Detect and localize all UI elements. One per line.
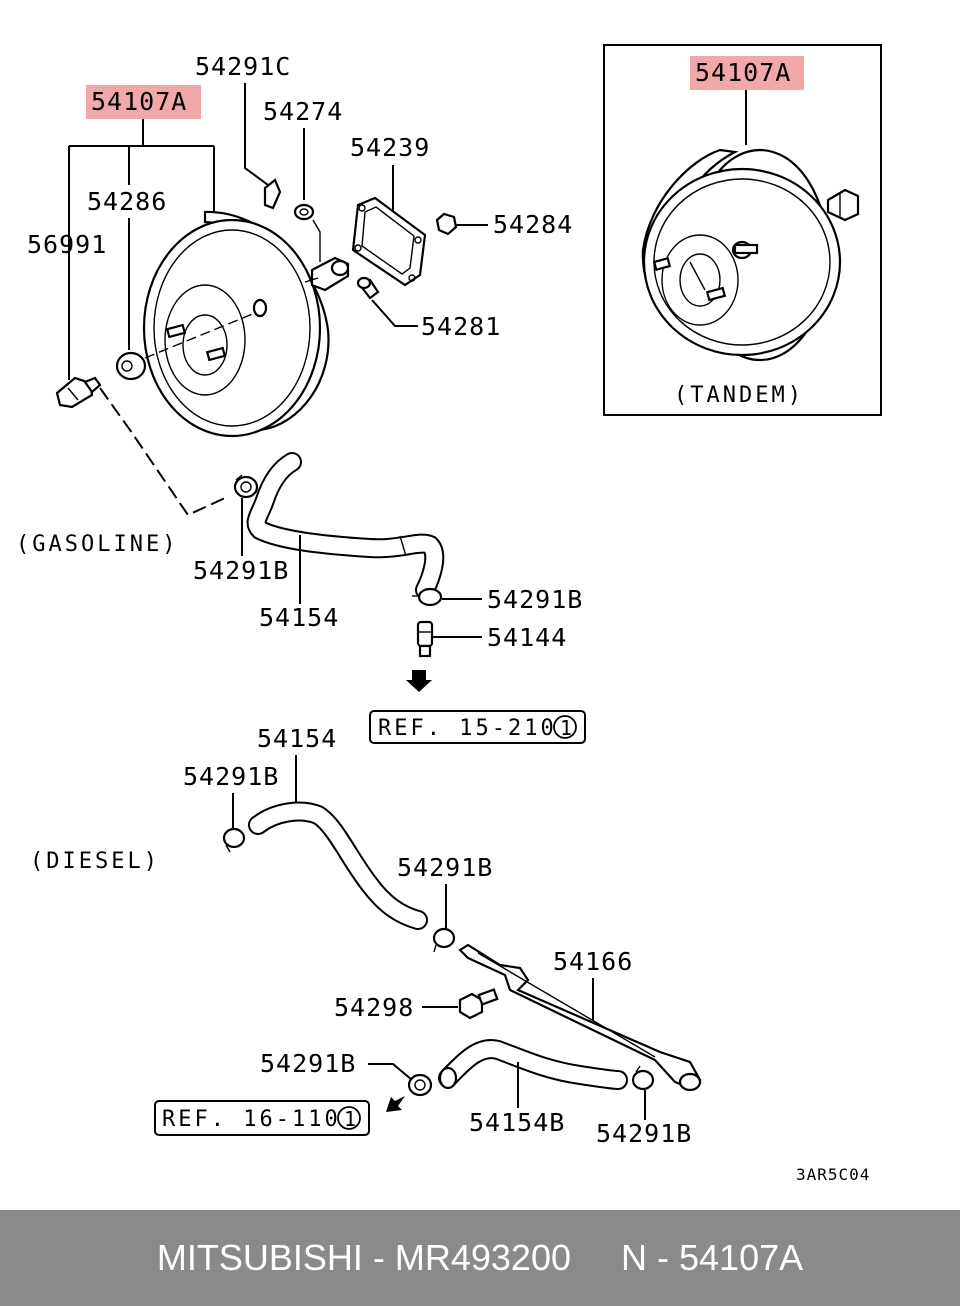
label-gasoline-54144[interactable]: 54144	[487, 623, 567, 652]
label-diesel-54298[interactable]: 54298	[334, 993, 414, 1022]
label-diesel: (DIESEL)	[30, 849, 160, 874]
label-main-part-box[interactable]: 54107A	[695, 58, 791, 87]
part-diesel-hose-54154	[248, 801, 428, 930]
label-diesel-54291B-b[interactable]: 54291B	[397, 853, 493, 882]
footer-bar: MITSUBISHI - MR493200 N - 54107A	[0, 1210, 960, 1306]
part-54284	[435, 212, 458, 236]
label-54291C[interactable]: 54291C	[195, 52, 291, 81]
label-diesel-54154B[interactable]: 54154B	[469, 1108, 565, 1137]
label-gasoline-54291B-b[interactable]: 54291B	[487, 585, 583, 614]
label-diesel-54291B-c[interactable]: 54291B	[260, 1049, 356, 1078]
ref-16-text: REF. 16-110	[162, 1107, 341, 1132]
part-54144-fitting	[416, 620, 434, 658]
label-diesel-54154[interactable]: 54154	[257, 724, 337, 753]
ref-16-box[interactable]	[154, 1100, 370, 1136]
drawing-code: 3AR5C04	[796, 1165, 870, 1184]
part-clamp-diesel-a	[222, 827, 246, 853]
brake-booster	[142, 210, 330, 438]
footer-part-info: MITSUBISHI - MR493200 N - 54107A	[156, 1237, 804, 1278]
ref-16-circle-number: 1	[344, 1107, 356, 1131]
highlight-main-part-top	[86, 85, 201, 119]
part-54274	[293, 203, 315, 221]
arrow-left-icon	[386, 1096, 405, 1112]
part-clamp-gasoline-b	[412, 587, 443, 607]
parts-diagram: 54107A (TANDEM) 54107A 54291C 54	[16, 44, 882, 1184]
part-clamp-diesel-d	[631, 1065, 655, 1091]
part-clamp-diesel-b	[432, 927, 456, 953]
label-diesel-54291B-a[interactable]: 54291B	[183, 762, 279, 791]
ref-15-circle	[553, 715, 577, 739]
label-gasoline: (GASOLINE)	[16, 532, 178, 557]
label-54239[interactable]: 54239	[350, 133, 430, 162]
tandem-frame	[603, 44, 882, 416]
tandem-booster	[641, 148, 860, 362]
part-check-valve-port	[304, 256, 350, 292]
label-main-part-top[interactable]: 54107A	[91, 87, 187, 116]
label-54284[interactable]: 54284	[493, 210, 573, 239]
part-clamp-gasoline-a	[233, 474, 259, 499]
part-54166-pipe	[458, 943, 702, 1092]
ref-15-text: REF. 15-210	[378, 716, 557, 741]
part-clamp-diesel-c	[407, 1073, 433, 1097]
highlight-main-part-box	[690, 56, 804, 90]
label-56991[interactable]: 56991	[27, 230, 107, 259]
part-54286	[115, 351, 147, 381]
ref-15-circle-number: 1	[560, 716, 572, 740]
part-diesel-hose-54154B	[438, 1039, 628, 1090]
ref-16-circle	[337, 1106, 361, 1130]
label-54286[interactable]: 54286	[87, 187, 167, 216]
label-gasoline-54154[interactable]: 54154	[259, 603, 339, 632]
label-54274[interactable]: 54274	[263, 97, 343, 126]
arrow-down-icon	[406, 670, 432, 692]
ref-15-box[interactable]	[369, 710, 586, 744]
part-54298-bolt	[458, 988, 499, 1020]
part-54291C	[263, 178, 282, 210]
label-diesel-54166[interactable]: 54166	[553, 947, 633, 976]
label-tandem: (TANDEM)	[674, 383, 804, 408]
label-diesel-54291B-d[interactable]: 54291B	[596, 1119, 692, 1148]
label-gasoline-54291B-a[interactable]: 54291B	[193, 556, 289, 585]
label-54281[interactable]: 54281	[421, 312, 501, 341]
part-56991	[55, 376, 102, 409]
part-gasoline-hose-54154	[246, 452, 445, 600]
part-54239	[351, 196, 427, 287]
